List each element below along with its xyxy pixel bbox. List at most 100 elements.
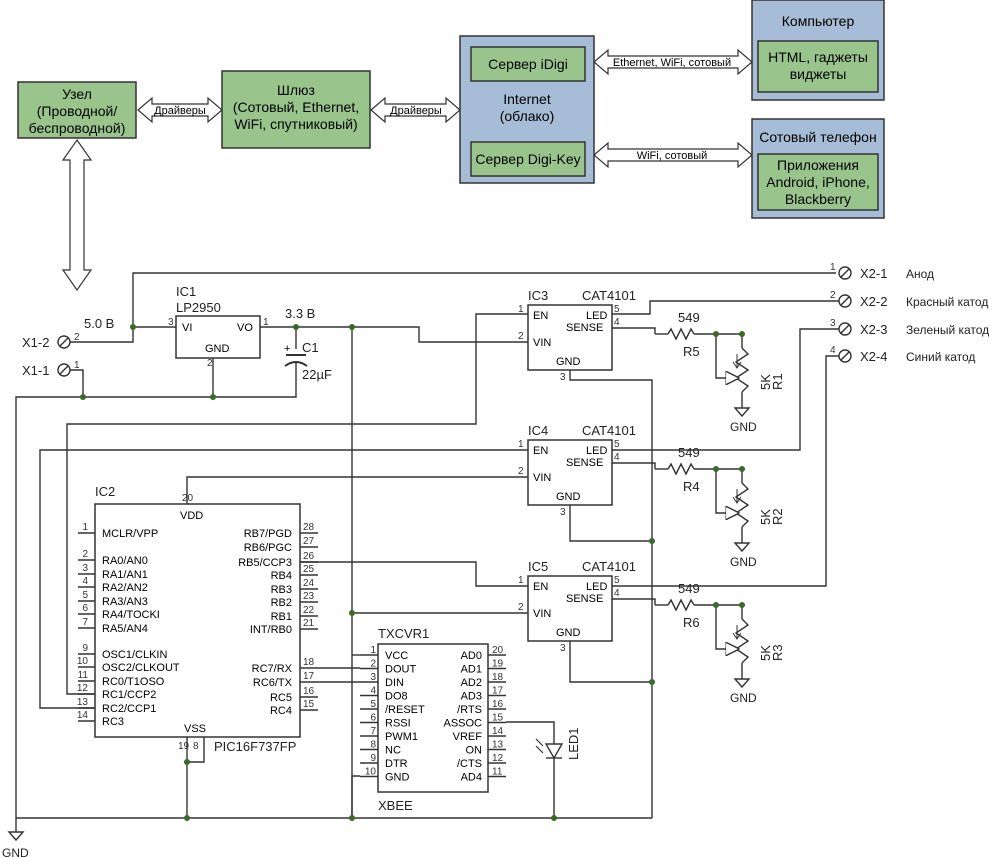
driver-part-2: CAT4101 [582,423,636,438]
ic5-gnd-wire [569,641,652,683]
driver-p4-3: 4 [614,588,620,599]
pot-gnd-symbol-1 [733,407,751,418]
xbee-left-name-5: /RESET [385,704,425,716]
ic2-left-name-2: RA0/AN0 [102,555,148,567]
ic2-right-name-17: RC6/TX [253,677,293,689]
server-digikey-box [470,141,586,177]
ic2-left-name-10: OSC2/CLKOUT [102,662,180,674]
ic2-left-num-12: 12 [77,683,89,694]
ic5-en-wire [300,561,528,587]
xbee-right-num-13: 13 [492,740,504,751]
ic2-ref: IC2 [95,484,115,499]
schematic-wires [15,272,839,832]
res-ref-3: R6 [683,615,700,630]
ic2-left-num-10: 10 [77,656,89,667]
ic1-vi: VI [182,322,192,334]
ic1-p2: 2 [207,358,213,369]
driver-en-3: EN [533,581,548,593]
xbee-left-name-2: DOUT [385,664,416,676]
pot-top-wire-2 [716,468,743,483]
xbee-left-num-9: 9 [370,753,376,764]
ic2-right-name-15: RC4 [270,705,292,717]
pot-gnd-label-2: GND [730,555,757,569]
ic2-right-name-26: RB5/CCP3 [238,557,292,569]
ic2-left-num-5: 5 [82,590,88,601]
res-ref-2: R4 [683,479,700,494]
xbee-right-num-18: 18 [492,672,504,683]
ic2-right-num-26: 26 [303,551,315,562]
ic2-left-name-6: RA4/TOCKI [102,609,160,621]
sense-wire-2 [612,462,656,469]
x2-ref-1: X2-1 [860,266,887,281]
driver-part-1: CAT4101 [582,288,636,303]
res-val-2: 549 [678,445,700,460]
x1-2-pin: 2 [74,332,80,343]
ic2-right-num-16: 16 [303,686,315,697]
xbee-right-name-13: ON [466,745,483,757]
ic2-left-num-3: 3 [82,563,88,574]
server-digikey-label: Сервер Digi-Key [475,151,580,167]
xbee-ref: TXCVR1 [378,626,429,641]
ic2-right-num-28: 28 [303,522,315,533]
ic2-p19: 19 [178,741,190,752]
xbee-left-name-9: DTR [385,758,408,770]
junction-dot [713,466,719,472]
driver-sense-2: SENSE [566,457,603,469]
driver-gnd-3: GND [556,627,581,639]
driver-sense-3: SENSE [566,593,603,605]
xbee-left-num-7: 7 [370,726,376,737]
xbee-right-num-12: 12 [492,753,504,764]
x2-pin-4: 4 [830,345,836,356]
ic2-left-name-11: RC0/T1OSO [102,676,165,688]
junction-dot [293,324,299,330]
ic4-gnd-wire [569,505,652,542]
driver-body-1 [527,304,613,371]
xbee-right-num-15: 15 [492,713,504,724]
pot-1 [734,347,750,393]
res-val-3: 549 [678,581,700,596]
pot-arrow-1 [732,354,742,369]
junction-dot [739,331,745,337]
ic2-right-num-21: 21 [303,618,315,629]
x2-ref-4: X2-4 [860,349,887,364]
pot-val-1: 5K [758,374,773,390]
x2-pin-1: 1 [830,262,836,273]
led1-rays [535,738,544,754]
computer-label: Компьютер [782,13,855,29]
ic2-left-name-12: RC1/CCP2 [102,689,156,701]
ic5-led-wire [612,355,839,587]
sense-wire-3 [612,598,656,605]
sense-wire-1 [612,327,656,334]
driver-p1-1: 1 [518,304,524,315]
xbee-right-name-12: /CTS [457,758,482,770]
ic3-led-wire [612,300,839,315]
node-label: Узел(Проводной/беспроводной) [29,86,126,136]
ic3-vin-wire [352,326,528,343]
pot-gnd-label-3: GND [730,691,757,705]
driver-ref-3: IC5 [528,559,548,574]
pot-gnd-symbol-3 [733,678,751,689]
ic2-right-num-18: 18 [303,657,315,668]
junction-dot [184,759,190,765]
driver-p1-3: 1 [518,575,524,586]
ic4-led-wire [612,328,839,451]
xbee-left-name-6: RSSI [385,718,411,730]
x2-pad-1-slash [840,268,850,278]
driver-p5-3: 5 [614,575,620,586]
xbee-right-name-20: AD0 [461,650,482,662]
junction-dot [713,331,719,337]
driver-ref-1: IC3 [528,288,548,303]
x2-ref-2: X2-2 [860,294,887,309]
res-ref-1: R5 [683,344,700,359]
xbee-right-name-18: AD2 [461,677,482,689]
pot-wiper-wire-3 [715,605,730,650]
junction-dot [210,394,216,400]
pot-ref-1: R1 [770,373,785,390]
junction-dot [184,815,190,821]
main-gnd-label: GND [2,846,29,858]
node-box [17,81,137,139]
pot-wiper-wire-2 [715,469,730,514]
ic1-body [175,315,261,359]
